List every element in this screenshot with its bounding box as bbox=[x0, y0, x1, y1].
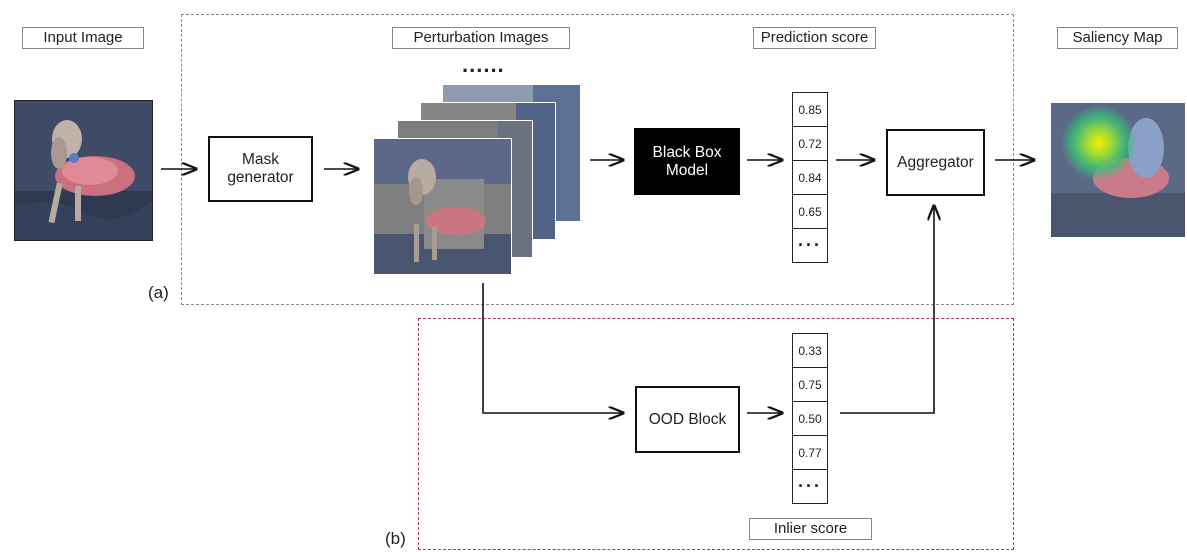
saliency-map-image bbox=[1051, 103, 1185, 237]
perturbation-images-label: Perturbation Images bbox=[392, 27, 570, 49]
section-b-tag: (b) bbox=[385, 529, 406, 548]
arrow-inlier-to-aggregator bbox=[840, 206, 934, 414]
prediction-score-cell: 0.65 bbox=[793, 195, 827, 229]
inlier-score-ellipsis: ··· bbox=[798, 476, 822, 496]
prediction-score-ellipsis: ··· bbox=[798, 235, 822, 255]
inlier-score-column: 0.33 0.75 0.50 0.77 ··· bbox=[792, 333, 828, 504]
saliency-map-label: Saliency Map bbox=[1057, 27, 1178, 49]
prediction-score-label: Prediction score bbox=[753, 27, 876, 49]
dog-photo-icon bbox=[15, 101, 152, 240]
input-dog-image bbox=[14, 100, 153, 241]
more-images-ellipsis: ...... bbox=[462, 52, 505, 77]
inlier-score-cell: 0.77 bbox=[793, 436, 827, 470]
arrow-perturbations-to-ood bbox=[482, 283, 623, 413]
prediction-score-cell: 0.85 bbox=[793, 93, 827, 127]
section-a-tag: (a) bbox=[148, 283, 169, 302]
perturbation-image-1 bbox=[373, 138, 512, 275]
prediction-score-column: 0.85 0.72 0.84 0.65 ··· bbox=[792, 92, 828, 263]
mask-generator-block: Mask generator bbox=[208, 136, 313, 202]
inlier-score-cell: 0.50 bbox=[793, 402, 827, 436]
inlier-score-label: Inlier score bbox=[749, 518, 872, 540]
heatmap-dog-photo-icon bbox=[1051, 103, 1185, 237]
masked-dog-photo-icon bbox=[374, 139, 511, 274]
input-image-label: Input Image bbox=[22, 27, 144, 49]
region-b-boundary bbox=[418, 318, 1014, 550]
black-box-model-block: Black Box Model bbox=[634, 128, 740, 195]
aggregator-block: Aggregator bbox=[886, 129, 985, 196]
prediction-score-cell: 0.84 bbox=[793, 161, 827, 195]
prediction-score-cell: 0.72 bbox=[793, 127, 827, 161]
ood-block: OOD Block bbox=[635, 386, 740, 453]
inlier-score-cell: 0.33 bbox=[793, 334, 827, 368]
inlier-score-cell: 0.75 bbox=[793, 368, 827, 402]
